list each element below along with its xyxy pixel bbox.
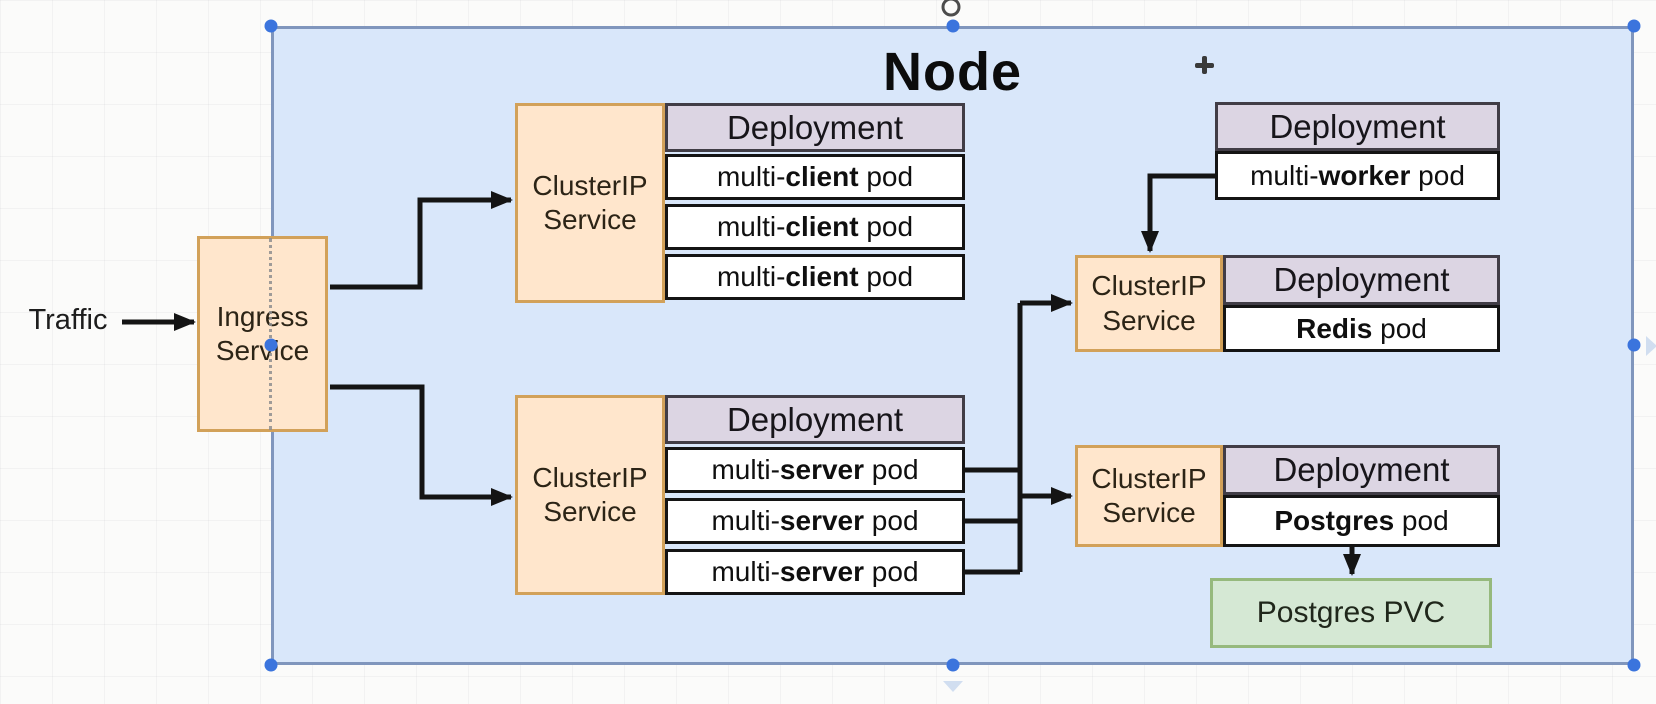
direction-hint-down-icon bbox=[943, 681, 963, 692]
ingress-to-client-service-arrow[interactable] bbox=[330, 191, 513, 290]
worker-deployment-label: Deployment bbox=[1269, 107, 1446, 145]
postgres-pvc-label: Postgres PVC bbox=[1256, 596, 1446, 629]
server-deployment-label: Deployment bbox=[726, 400, 904, 438]
worker-deployment-header[interactable]: Deployment bbox=[1215, 102, 1500, 151]
traffic-label[interactable]: Traffic bbox=[28, 304, 108, 336]
server-pod-row-1[interactable]: multi-server pod bbox=[665, 447, 965, 493]
server-pods-bus-lines[interactable] bbox=[965, 303, 1023, 575]
postgres-pod-row[interactable]: Postgres pod bbox=[1223, 495, 1500, 547]
client-pod-row-3[interactable]: multi-client pod bbox=[665, 254, 965, 300]
server-pod-3-label: multi-server pod bbox=[711, 556, 919, 587]
client-pod-row-2[interactable]: multi-client pod bbox=[665, 204, 965, 250]
server-pod-row-3[interactable]: multi-server pod bbox=[665, 549, 965, 595]
direction-hint-right-icon bbox=[1646, 336, 1656, 356]
postgres-deployment-label: Deployment bbox=[1273, 451, 1450, 488]
selection-handle-bottom-right[interactable] bbox=[1627, 658, 1641, 672]
node-title: Node bbox=[883, 42, 1022, 102]
client-pod-row-1[interactable]: multi-client pod bbox=[665, 154, 965, 200]
postgres-pvc-box[interactable]: Postgres PVC bbox=[1210, 578, 1492, 648]
worker-pod-row[interactable]: multi-worker pod bbox=[1215, 151, 1500, 200]
client-pod-3-label: multi-client pod bbox=[716, 261, 914, 292]
selection-handle-middle-right[interactable] bbox=[1627, 338, 1641, 352]
selection-handle-middle-left[interactable] bbox=[264, 338, 278, 352]
redis-pod-label: Redis pod bbox=[1296, 312, 1427, 344]
redis-deployment-header[interactable]: Deployment bbox=[1223, 255, 1500, 305]
ingress-to-server-service-arrow[interactable] bbox=[330, 384, 513, 506]
redis-pod-row[interactable]: Redis pod bbox=[1223, 305, 1500, 352]
selection-handle-bottom-left[interactable] bbox=[264, 658, 278, 672]
selection-handle-bottom-center[interactable] bbox=[946, 658, 960, 672]
redis-deployment-label: Deployment bbox=[1273, 261, 1450, 298]
postgres-pod-label: Postgres pod bbox=[1274, 505, 1449, 536]
rotation-handle[interactable] bbox=[941, 0, 961, 17]
server-pod-2-label: multi-server pod bbox=[711, 505, 919, 536]
client-deployment-label: Deployment bbox=[726, 108, 904, 146]
move-cursor-icon bbox=[1194, 55, 1214, 75]
server-pod-row-2[interactable]: multi-server pod bbox=[665, 498, 965, 544]
client-deployment-header[interactable]: Deployment bbox=[665, 103, 965, 152]
client-pod-2-label: multi-client pod bbox=[716, 211, 914, 242]
selection-handle-top-left[interactable] bbox=[264, 19, 278, 33]
postgres-deployment-header[interactable]: Deployment bbox=[1223, 445, 1500, 495]
worker-pod-label: multi-worker pod bbox=[1250, 159, 1465, 191]
client-pod-1-label: multi-client pod bbox=[716, 161, 914, 192]
selection-handle-top-right[interactable] bbox=[1627, 19, 1641, 33]
server-deployment-header[interactable]: Deployment bbox=[665, 395, 965, 444]
worker-to-redis-service-arrow[interactable] bbox=[1141, 173, 1215, 253]
server-pod-1-label: multi-server pod bbox=[711, 454, 919, 485]
node-left-edge-dotted bbox=[269, 238, 272, 430]
selection-handle-top-center[interactable] bbox=[946, 19, 960, 33]
